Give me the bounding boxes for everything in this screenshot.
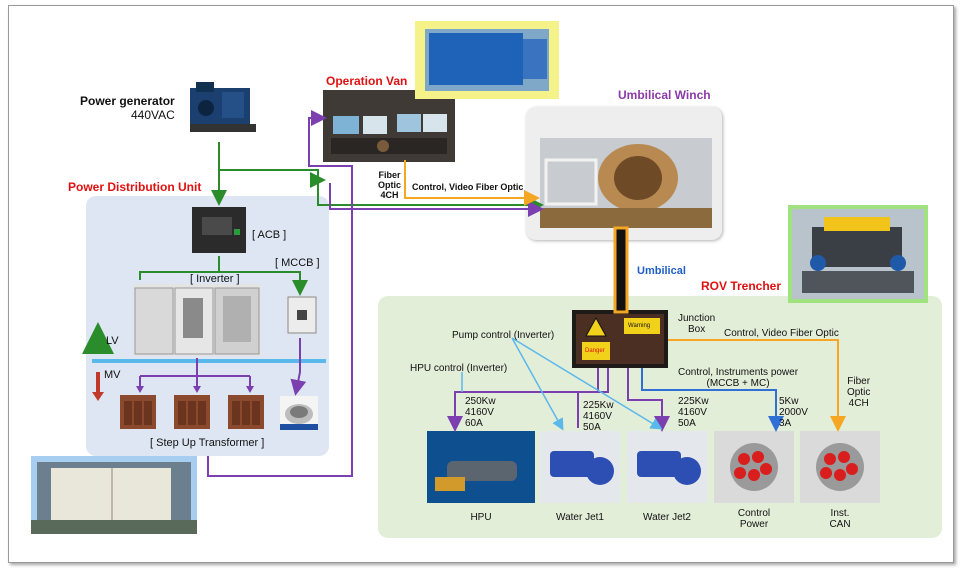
umbilical-winch-image xyxy=(540,138,712,228)
inverter-label: [ Inverter ] xyxy=(190,273,240,285)
jet2-caption: Water Jet2 xyxy=(643,512,691,523)
purple-pdu-to-winch xyxy=(329,183,544,217)
jet1-caption: Water Jet1 xyxy=(556,512,604,523)
power-generator-image xyxy=(186,78,260,138)
rov-trencher-image xyxy=(788,205,928,303)
generator-name: Power generator xyxy=(80,94,175,108)
inst-can-caption: Inst. CAN xyxy=(829,508,851,530)
generator-voltage: 440VAC xyxy=(131,108,175,122)
mccb-label: [ MCCB ] xyxy=(275,257,320,269)
operation-van-console-image xyxy=(323,90,455,162)
warning-sign: Warning xyxy=(628,323,651,329)
acb-image xyxy=(192,207,246,253)
operation-van-title: Operation Van xyxy=(326,74,408,88)
small-transformer-image xyxy=(280,396,318,430)
winch-title: Umbilical Winch xyxy=(618,88,711,102)
transformer-image-3 xyxy=(226,393,266,431)
umbilical-label: Umbilical xyxy=(637,265,686,277)
transformer-image-2 xyxy=(172,393,212,431)
pump-control-line-1 xyxy=(511,337,564,431)
rov-title: ROV Trencher xyxy=(701,279,782,293)
hpu-image xyxy=(427,431,535,503)
fiber-optic-4ch-van: Fiber Optic 4CH xyxy=(378,170,402,200)
inverter-cabinet-image xyxy=(133,284,261,356)
hpu-control-label: HPU control (Inverter) xyxy=(410,363,508,374)
orange-fiber-junction-to-inst-can xyxy=(668,339,846,432)
green-to-winch xyxy=(317,180,544,213)
water-jet1-image xyxy=(540,431,620,503)
hpu-rating: 250Kw 4160V 60A xyxy=(465,396,496,429)
purple-to-hpu xyxy=(447,368,609,432)
orange-fiber-van-to-winch xyxy=(404,160,540,206)
hpu-caption: HPU xyxy=(470,512,492,523)
green-generator-to-van xyxy=(219,169,326,188)
control-power-caption: Control Power xyxy=(737,508,771,530)
purple-pdu-to-van xyxy=(207,110,353,477)
purple-to-jet2 xyxy=(627,368,670,432)
water-jet2-image xyxy=(627,431,707,503)
purple-to-jet1 xyxy=(577,368,599,428)
jet2-rating: 225Kw 4160V 50A xyxy=(678,396,709,429)
control-instruments-power-label: Control, Instruments power (MCCB + MC) xyxy=(678,367,799,389)
control-video-fiber-rov-label: Control, Video Fiber Optic xyxy=(724,328,839,339)
mv-label: MV xyxy=(104,369,121,381)
container-image xyxy=(31,456,197,534)
fiber-optic-4ch-rov: Fiber Optic 4CH xyxy=(847,376,871,409)
junction-box-label: Junction Box xyxy=(678,313,716,335)
acb-label: [ ACB ] xyxy=(252,229,287,241)
transformer-image-1 xyxy=(118,393,158,431)
control-video-fiber-label: Control, Video Fiber Optic xyxy=(412,182,524,192)
blue-control-power-line xyxy=(641,368,784,432)
control-power-connector-image xyxy=(714,431,794,503)
pump-control-line-2 xyxy=(511,337,663,430)
purple-mccb-to-small-transformer xyxy=(290,338,307,396)
purple-to-transformers xyxy=(139,358,251,389)
inst-can-connector-image xyxy=(800,431,880,503)
lv-label: LV xyxy=(106,335,119,347)
umbilical-cable xyxy=(613,226,629,314)
green-acb-to-inverter-mccb xyxy=(139,256,300,292)
control-rating: 5Kw 2000V 3A xyxy=(779,396,808,429)
operation-van-container-image xyxy=(415,21,559,99)
pdu-title: Power Distribution Unit xyxy=(68,180,202,194)
danger-sign: Danger xyxy=(585,348,605,354)
junction-box-image xyxy=(572,310,668,368)
pump-control-label: Pump control (Inverter) xyxy=(452,330,555,341)
transformer-label: [ Step Up Transformer ] xyxy=(150,437,265,449)
jet1-rating: 225Kw 4160V 50A xyxy=(583,400,614,433)
